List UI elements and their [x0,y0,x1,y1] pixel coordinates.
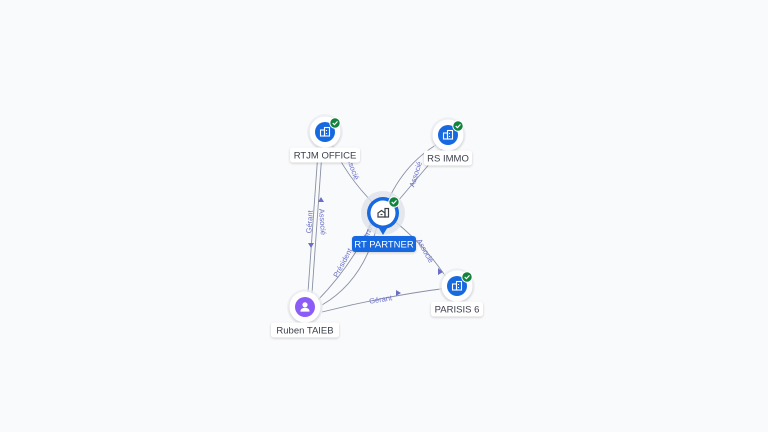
edge-label-ruben-rtjm-1: Gérant [304,209,315,233]
edge-ruben-rtpartner-2[interactable] [321,221,379,306]
arrow-icon [318,197,324,202]
edge-label-rsimmo-rtpartner: Associé [407,160,424,188]
verified-check-icon [461,271,473,283]
node-parisis-6[interactable] [439,268,475,304]
node-label-rt-partner: RT PARTNER [352,236,416,252]
person-icon [300,302,310,312]
node-rt-partner[interactable] [361,191,405,235]
edge-ruben-rtjm-1[interactable] [307,151,319,293]
verified-check-icon [452,120,464,132]
edge-ruben-rtjm-2[interactable] [311,151,323,294]
edge-label-rtpartner-parisis: Associé [415,237,436,264]
building-icon [442,129,454,140]
building-icon [377,207,390,218]
edge-label-ruben-rtjm-2: Associé [317,208,328,235]
node-rs-immo[interactable] [430,117,466,153]
svg-text:PARISIS 6: PARISIS 6 [435,304,480,315]
building-icon [319,126,331,137]
svg-text:Ruben TAIEB: Ruben TAIEB [276,325,333,336]
node-label-rtjm-office: RTJM OFFICE [290,147,360,163]
edge-arrows [308,197,443,296]
arrow-icon [396,290,401,296]
node-label-rs-immo: RS IMMO [424,150,472,166]
node-label-ruben-taieb: Ruben TAIEB [271,322,339,338]
node-ruben-taieb[interactable] [287,289,323,325]
svg-text:RT PARTNER: RT PARTNER [354,239,414,250]
edge-label-ruben-rtpartner-1: Président [331,246,354,279]
svg-text:RTJM OFFICE: RTJM OFFICE [294,150,357,161]
node-label-parisis-6: PARISIS 6 [431,301,483,317]
svg-text:RS IMMO: RS IMMO [427,153,469,164]
edge-ruben-rtpartner-1[interactable] [317,221,373,301]
arrow-icon [308,243,314,248]
edge-ruben-parisis[interactable] [321,287,449,313]
edge-label-ruben-parisis: Gérant [369,293,394,306]
building-icon [451,280,463,291]
node-rtjm-office[interactable] [307,114,343,150]
arrow-icon [438,268,443,275]
verified-check-icon [329,117,341,129]
verified-check-icon [388,196,400,208]
